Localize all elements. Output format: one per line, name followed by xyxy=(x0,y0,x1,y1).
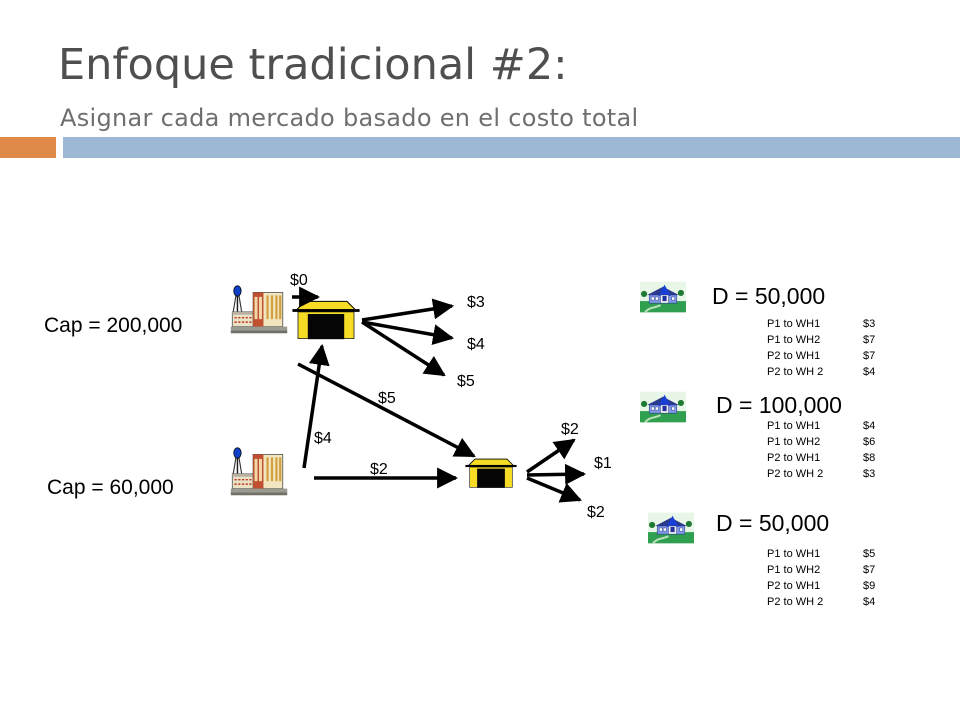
cost-p2-wh2: $2 xyxy=(370,461,388,478)
cost-table-row: P1 to WH1$4 xyxy=(767,420,876,432)
cost-table-row: P2 to WH 2$4 xyxy=(767,366,876,378)
title-accent-bar-orange xyxy=(0,137,56,158)
market-2-demand: D = 100,000 xyxy=(716,392,842,418)
cost-wh2-m2: $1 xyxy=(594,455,612,472)
cost-table-row: P2 to WH1$8 xyxy=(767,452,876,464)
cost-p2-wh1: $4 xyxy=(314,430,332,447)
factory-icon-plant-2 xyxy=(229,447,289,497)
cost-wh1-m2: $4 xyxy=(467,336,485,353)
arrow-wh1-m2 xyxy=(361,320,455,346)
arrow-wh2-m2 xyxy=(526,463,587,485)
warehouse-icon-wh2 xyxy=(464,458,518,489)
house-icon-market-1 xyxy=(640,280,686,314)
market-2-cost-table: P1 to WH1$4 P1 to WH2$6 P2 to WH1$8 P2 t… xyxy=(767,418,875,482)
cost-table-row: P1 to WH2$7 xyxy=(767,564,876,576)
factory-icon-plant-1 xyxy=(229,285,289,335)
plant-1-capacity: Cap = 200,000 xyxy=(44,314,183,337)
arrow-wh1-m3 xyxy=(361,320,446,377)
cost-wh2-m1: $2 xyxy=(561,421,579,438)
house-icon-market-2 xyxy=(640,390,686,424)
market-3-cost-table: P1 to WH1$5 P1 to WH2$7 P2 to WH1$9 P2 t… xyxy=(767,546,875,610)
cost-table-row: P2 to WH1$9 xyxy=(767,580,876,592)
slide-title: Enfoque tradicional #2: xyxy=(58,40,568,90)
arrow-p2-wh1 xyxy=(302,343,330,469)
house-icon-market-3 xyxy=(648,511,694,545)
cost-table-row: P2 to WH 2$3 xyxy=(767,468,876,480)
arrow-wh2-m3 xyxy=(526,476,582,503)
market-1-cost-table: P1 to WH1$3 P1 to WH2$7 P2 to WH1$7 P2 t… xyxy=(767,316,875,380)
arrow-p1-wh2 xyxy=(297,362,476,458)
cost-table-row: P1 to WH2$7 xyxy=(767,334,876,346)
warehouse-icon-wh1 xyxy=(291,300,361,340)
cost-table-row: P2 to WH1$7 xyxy=(767,350,876,362)
cost-table-row: P2 to WH 2$4 xyxy=(767,596,876,608)
arrow-wh2-m1 xyxy=(526,438,576,474)
cost-table-row: P1 to WH1$3 xyxy=(767,318,876,330)
slide-subtitle: Asignar cada mercado basado en el costo … xyxy=(60,104,639,132)
market-1-demand: D = 50,000 xyxy=(712,283,826,309)
title-accent-bar-blue xyxy=(63,137,960,158)
plant-2-capacity: Cap = 60,000 xyxy=(47,476,174,499)
market-3-demand: D = 50,000 xyxy=(716,510,830,536)
cost-table-row: P1 to WH2$6 xyxy=(767,436,876,448)
arrow-wh1-m1 xyxy=(361,298,455,322)
cost-table-row: P1 to WH1$5 xyxy=(767,548,876,560)
cost-wh1-m3: $5 xyxy=(457,373,475,390)
cost-p1-wh1: $0 xyxy=(290,272,308,289)
cost-wh1-m1: $3 xyxy=(467,294,485,311)
cost-p1-wh2: $5 xyxy=(378,390,396,407)
cost-wh2-m3: $2 xyxy=(587,504,605,521)
